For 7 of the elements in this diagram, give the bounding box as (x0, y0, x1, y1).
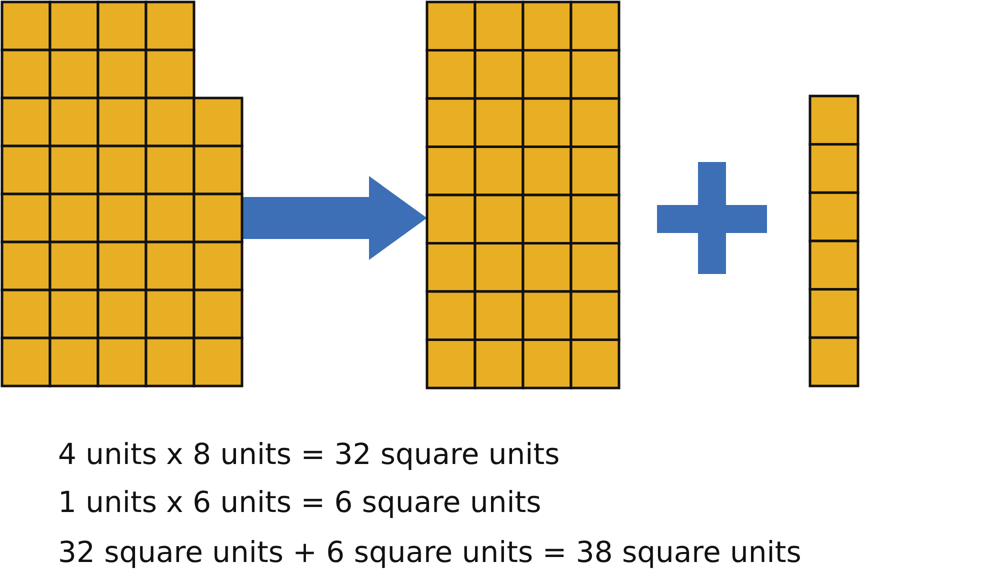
equation-text: 4 units x 8 units = 32 square units (58, 437, 560, 471)
unit-square-grid (810, 96, 858, 386)
block-arrow (242, 176, 427, 260)
equation-text: 1 units x 6 units = 6 square units (58, 485, 542, 519)
unit-square-grid (427, 2, 619, 388)
equation-text: 32 square units + 6 square units = 38 square units (58, 535, 802, 569)
unit-square-grid (2, 2, 242, 386)
